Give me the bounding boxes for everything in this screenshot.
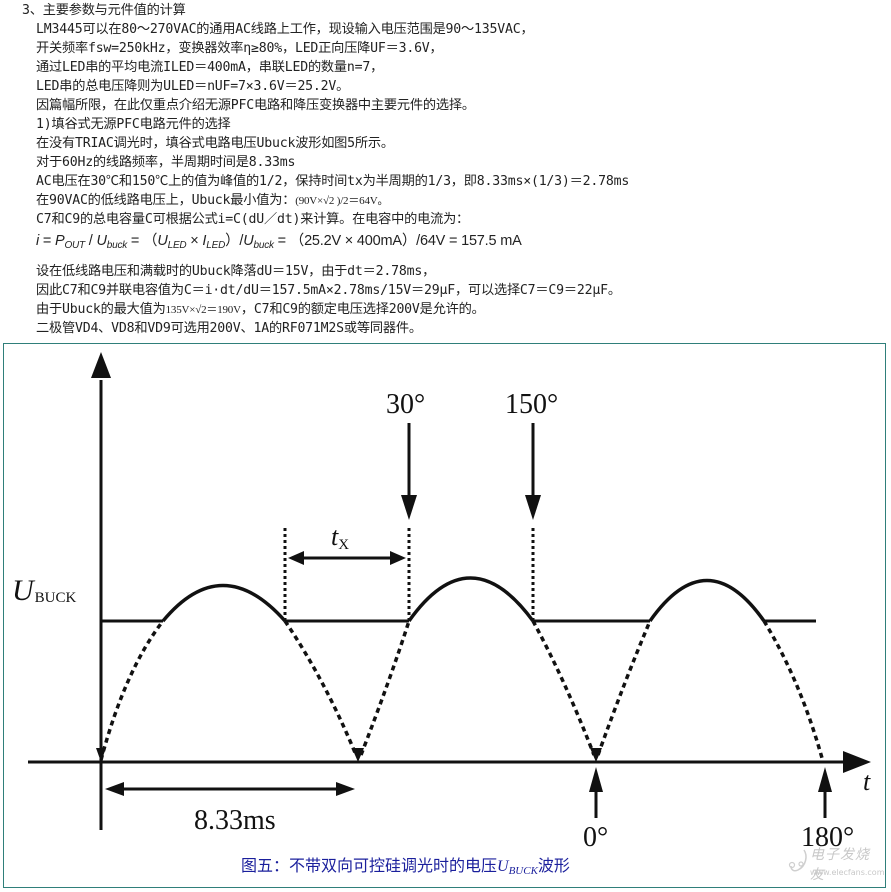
formula-var-u: U bbox=[96, 233, 107, 249]
zero-arrow-icon bbox=[352, 748, 364, 762]
tx-markers bbox=[283, 528, 535, 621]
period-left-arrow-icon bbox=[105, 782, 124, 796]
marker-180-label: 180° bbox=[801, 822, 854, 853]
period-arrow bbox=[105, 782, 355, 796]
formula-result: = （25.2V × 400mA）/64V = 157.5 mA bbox=[273, 233, 522, 249]
formula-var-i: i bbox=[36, 233, 40, 249]
min-voltage-text: 在90VAC的低线路电压上，Ubuck最小值为： bbox=[36, 193, 296, 208]
zero-arrow-icon bbox=[590, 748, 602, 762]
paragraph-line: 二极管VD4、VD8和VD9可选用200V、1A的RF071M2S或等同器件。 bbox=[36, 321, 422, 336]
formula-sub: buck bbox=[106, 240, 128, 251]
paragraph-line: 在没有TRIAC调光时，填谷式电路电压Ubuck波形如图5所示。 bbox=[36, 136, 394, 151]
marker-30-label: 30° bbox=[386, 389, 425, 420]
formula-sub: LED bbox=[167, 240, 187, 251]
zero-arrow-icon bbox=[96, 748, 106, 762]
paragraph-line: 开关频率fsw=250kHz，变换器效率η≥80%，LED正向压降UF＝3.6V… bbox=[36, 41, 443, 56]
waveform-figure: UBUCK t 30° 150° 0° 180° tX 8.33ms bbox=[3, 343, 886, 888]
min-voltage-formula: (90V×√2 )/2＝64V。 bbox=[295, 195, 389, 207]
y-axis-arrow-icon bbox=[91, 352, 111, 378]
marker-0-label: 0° bbox=[583, 822, 608, 853]
max-voltage-formula: 135V×√2＝190V bbox=[165, 304, 241, 316]
t-axis bbox=[28, 751, 871, 773]
formula-slash: / bbox=[84, 233, 97, 249]
paragraph-line: 对于60Hz的线路频率，半周期时间是8.33ms bbox=[36, 155, 296, 170]
tx-right-arrow-icon bbox=[390, 551, 406, 565]
paragraph-line-max: 由于Ubuck的最大值为135V×√2＝190V，C7和C9的额定电压选择200… bbox=[36, 301, 485, 319]
watermark: 电子发烧友 www.elecfans.com bbox=[788, 842, 885, 884]
t-axis-arrow-icon bbox=[843, 751, 871, 773]
paragraph-line: AC电压在30℃和150℃上的值为峰值的1/2，保持时间tx为半周期的1/3，即… bbox=[36, 174, 630, 189]
formula-var-i-led: I bbox=[202, 233, 207, 249]
formula-var-p: P bbox=[54, 233, 65, 249]
paragraph-line-min-voltage: 在90VAC的低线路电压上，Ubuck最小值为：(90V×√2 )/2＝64V。 bbox=[36, 192, 388, 210]
marker-150-label: 150° bbox=[505, 389, 558, 420]
tx-label: tX bbox=[331, 522, 349, 553]
phase-arrows-bottom bbox=[589, 767, 832, 818]
figure-caption: 图五：不带双向可控硅调光时的电压UBUCK波形 bbox=[241, 852, 570, 877]
max-voltage-text: 由于Ubuck的最大值为 bbox=[36, 302, 166, 317]
watermark-url: www.elecfans.com bbox=[810, 868, 885, 877]
paragraph-line: LED串的总电压降则为ULED＝nUF=7×3.6V＝25.2V。 bbox=[36, 79, 350, 94]
paragraph-line: 设在低线路电压和满载时的Ubuck降落dU＝15V，由于dt＝2.78ms， bbox=[36, 264, 436, 279]
formula-eq: = （ bbox=[127, 233, 158, 249]
formula-var-u: U bbox=[243, 233, 254, 249]
subsection-heading: 1)填谷式无源PFC电路元件的选择 bbox=[36, 117, 231, 132]
period-label: 8.33ms bbox=[194, 805, 276, 836]
rectified-peaks bbox=[161, 576, 766, 623]
paragraph-line: LM3445可以在80～270VAC的通用AC线路上工作，现设输入电压范围是90… bbox=[36, 22, 534, 37]
arrow-down-30-icon bbox=[401, 495, 417, 520]
formula-eq: = bbox=[39, 233, 55, 249]
caption-sub: BUCK bbox=[508, 865, 538, 877]
t-axis-label: t bbox=[863, 767, 871, 796]
caption-u: U bbox=[497, 858, 509, 875]
paragraph-line: C7和C9的总电容量C可根据公式i=C(dU／dt)来计算。在电容中的电流为： bbox=[36, 212, 470, 227]
paragraph-line: 因此C7和C9并联电容值为C＝i·dt/dU＝157.5mA×2.78ms/15… bbox=[36, 283, 621, 298]
paragraph-line: 通过LED串的平均电流ILED＝400mA，串联LED的数量n=7， bbox=[36, 60, 384, 75]
arrow-up-180-icon bbox=[818, 767, 832, 792]
current-formula: i = POUT / Ubuck = （ULED × ILED）/Ubuck =… bbox=[36, 232, 522, 255]
phase-arrows-top bbox=[401, 423, 541, 520]
section-heading: 3、主要参数与元件值的计算 bbox=[22, 3, 186, 18]
formula-var-u: U bbox=[157, 233, 168, 249]
arrow-up-0-icon bbox=[589, 767, 603, 792]
max-voltage-suffix: ，C7和C9的额定电压选择200V是允许的。 bbox=[240, 302, 485, 317]
period-right-arrow-icon bbox=[336, 782, 355, 796]
caption-suffix: 波形 bbox=[537, 856, 570, 875]
formula-times: × bbox=[186, 233, 203, 249]
formula-sub: LED bbox=[206, 240, 226, 251]
formula-sub: OUT bbox=[64, 240, 85, 251]
caption-prefix: 图五：不带双向可控硅调光时的电压 bbox=[241, 856, 498, 875]
watermark-title: 电子发烧友 bbox=[810, 847, 870, 883]
formula-sub: buck bbox=[253, 240, 275, 251]
sine-envelope bbox=[99, 619, 824, 761]
elecfans-logo-icon bbox=[788, 849, 807, 872]
arrow-down-150-icon bbox=[525, 495, 541, 520]
y-axis-label: UBUCK bbox=[12, 574, 77, 607]
formula-close: ）/ bbox=[225, 233, 244, 249]
paragraph-line: 因篇幅所限，在此仅重点介绍无源PFC电路和降压变换器中主要元件的选择。 bbox=[36, 98, 475, 113]
tx-left-arrow-icon bbox=[288, 551, 304, 565]
